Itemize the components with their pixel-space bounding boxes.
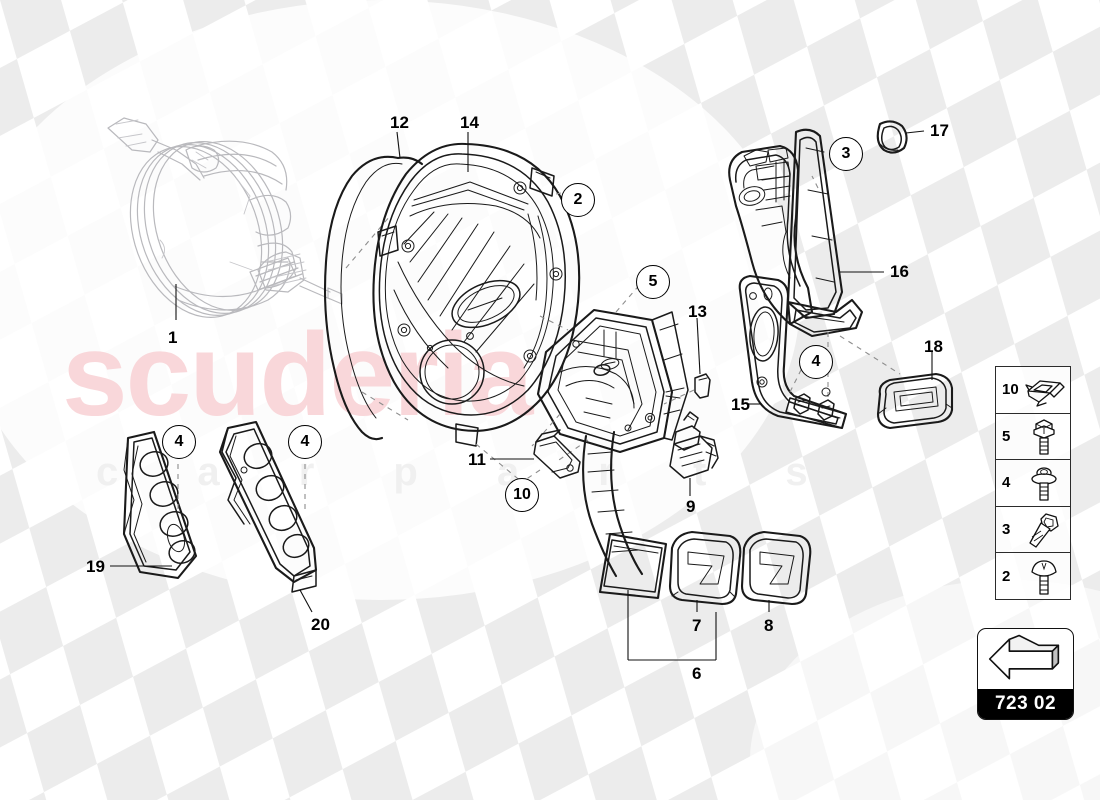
part-20-footrest-plate: [218, 420, 318, 613]
label-9: 9: [686, 497, 696, 516]
part-7-pedal-pad: [668, 530, 742, 612]
legend-row-3[interactable]: 3: [996, 507, 1070, 554]
callout-4-right[interactable]: 4: [288, 425, 322, 459]
label-8: 8: [764, 616, 774, 635]
label-15: 15: [731, 395, 750, 414]
label-11: 11: [468, 450, 486, 469]
callout-3[interactable]: 3: [829, 137, 863, 171]
group-code-badge[interactable]: 723 02: [977, 628, 1074, 720]
legend-number-3: 3: [1002, 521, 1011, 539]
part-13-stop-screw: [663, 317, 711, 405]
arrow-left-3d-icon: [988, 634, 1060, 680]
label-20: 20: [311, 615, 330, 634]
label-17: 17: [930, 121, 949, 140]
legend-number-4: 4: [1002, 474, 1011, 492]
part-11-bush: [490, 429, 581, 483]
part-brake-booster: [107, 117, 343, 320]
spring-clip-icon: [1025, 380, 1065, 407]
callout-4-left[interactable]: 4: [162, 425, 196, 459]
label-12: 12: [390, 113, 409, 132]
torx-washer-bolt-icon: [1031, 467, 1057, 501]
part-17-bushing: [876, 120, 925, 154]
label-6: 6: [692, 664, 702, 683]
legend-number-5: 5: [1002, 427, 1011, 445]
label-16: 16: [890, 262, 909, 281]
legend-number-10: 10: [1002, 381, 1019, 399]
legend-row-5[interactable]: 5: [996, 414, 1070, 461]
legend-row-4[interactable]: 4: [996, 460, 1070, 507]
hex-flange-bolt-icon: [1033, 419, 1055, 456]
part-15-mounting-bracket: [738, 274, 848, 430]
callout-10[interactable]: 10: [505, 478, 539, 512]
part-9-brake-switch: [669, 411, 719, 496]
part-5-pedal-bracket: [531, 281, 689, 463]
part-19-footrest-plate: [110, 430, 198, 580]
part-18-pad-block: [876, 352, 954, 430]
label-1: 1: [168, 328, 178, 347]
badge-code-text: 723 02: [978, 689, 1073, 719]
part-8-pedal-pad: [715, 530, 812, 660]
label-19: 19: [86, 557, 105, 576]
part-12-seal: [323, 131, 424, 441]
part-6-brake-pedal: [582, 430, 716, 661]
part-16-accelerator-pedal: [728, 128, 901, 398]
label-14: 14: [460, 113, 479, 132]
callout-5[interactable]: 5: [636, 265, 670, 299]
hex-head-screw-icon: [1029, 512, 1059, 548]
legend-row-2[interactable]: 2: [996, 553, 1070, 599]
dome-head-bolt-icon: [1031, 560, 1057, 595]
label-18: 18: [924, 337, 943, 356]
watermark-brand: scuderia: [62, 309, 533, 441]
fastener-legend-table: 10 5: [995, 366, 1071, 600]
callout-4-accel[interactable]: 4: [799, 345, 833, 379]
legend-number-2: 2: [1002, 567, 1011, 585]
legend-row-10[interactable]: 10: [996, 367, 1070, 414]
label-13: 13: [688, 302, 707, 321]
watermark-subtitle: c a r p a r t s: [96, 450, 842, 494]
callout-2[interactable]: 2: [561, 183, 595, 217]
label-7: 7: [692, 616, 702, 635]
